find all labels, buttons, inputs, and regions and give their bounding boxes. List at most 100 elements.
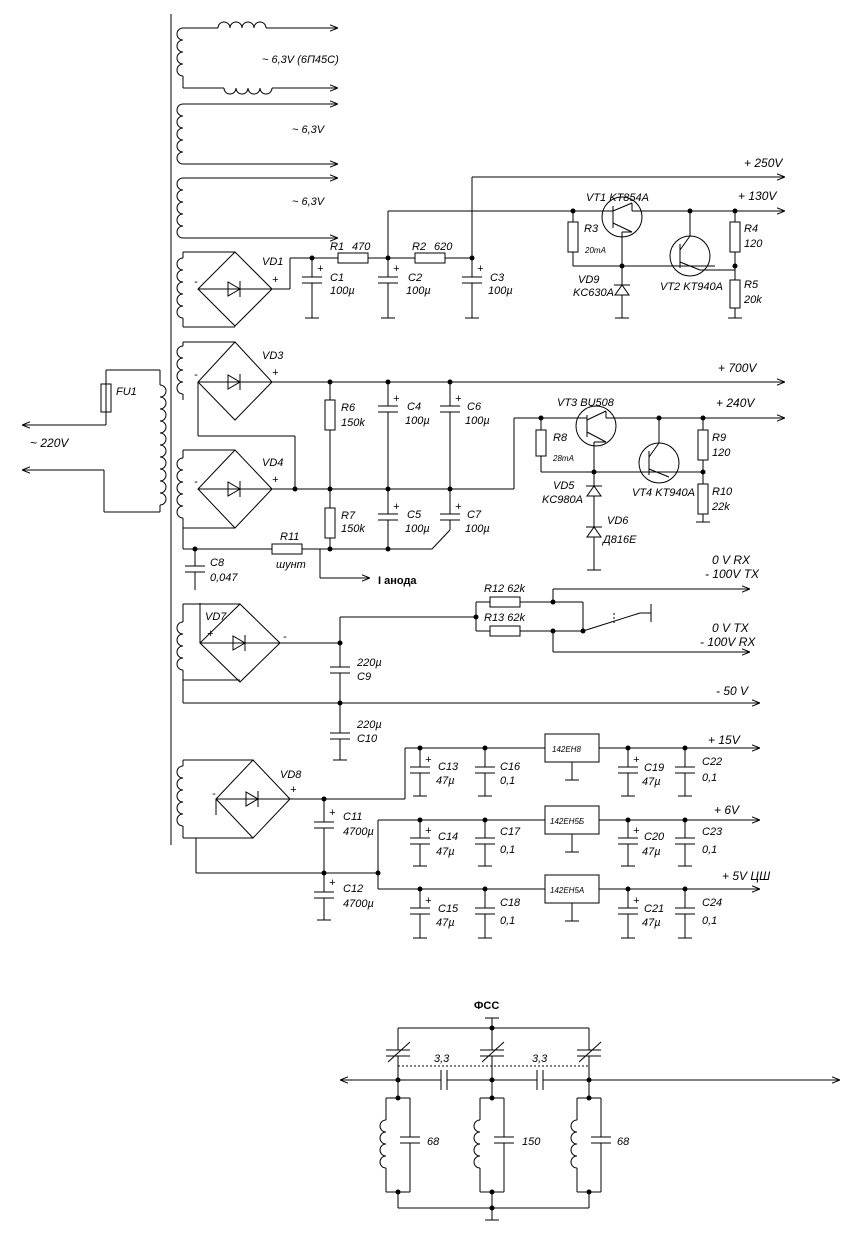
vd1-plus: +	[272, 274, 279, 286]
r12-label: R12 62k	[484, 583, 525, 595]
vd5-value: KC980A	[542, 494, 583, 506]
svg-text:-: -	[212, 788, 216, 800]
c18-value: 0,1	[500, 915, 515, 927]
r6-name: R6	[341, 402, 356, 414]
c20-value: 47µ	[642, 846, 661, 858]
svg-text:+: +	[393, 263, 400, 275]
tx-label-a: 0 V TX	[712, 621, 750, 635]
c-mid: 150	[522, 1136, 541, 1148]
c-right: 68	[617, 1136, 630, 1148]
c11-name: C11	[343, 811, 362, 823]
c18-name: C18	[500, 897, 521, 909]
r11-name: R11	[280, 531, 299, 543]
svg-text:+: +	[272, 474, 279, 486]
filament-winding-3: ~ 6,3V	[176, 178, 338, 238]
svg-text:+: +	[425, 754, 432, 766]
vd4-label: VD4	[262, 457, 283, 469]
out-6-label: + 6V	[714, 803, 740, 817]
out-250-label: + 250V	[744, 156, 783, 170]
bias-supply: +- VD7 220µ C9 - 50 V 220µ C10 R12 62k R…	[176, 553, 760, 761]
vd6-name: VD6	[607, 515, 629, 527]
out-5-label: + 5V ЦШ	[722, 869, 771, 883]
c1-name: C1	[330, 272, 344, 284]
c3-value: 100µ	[488, 285, 513, 297]
svg-text:+: +	[633, 895, 640, 907]
supply-700-240: -+ VD3 + 700V -+ VD4 R6 150k R7 150k +++…	[176, 341, 785, 590]
svg-text:+: +	[633, 825, 640, 837]
reg2-label: 142EH5Б	[550, 817, 584, 826]
r2-value: 620	[434, 241, 453, 253]
c12-value: 4700µ	[343, 898, 374, 910]
c7-value: 100µ	[465, 523, 490, 535]
r8-current: 28mA	[552, 454, 574, 463]
out-240-label: + 240V	[716, 396, 755, 410]
r7-value: 150k	[341, 523, 365, 535]
vt1-label: VT1 KT854A	[586, 192, 649, 204]
c23-name: C23	[702, 826, 723, 838]
c10-name: C10	[357, 733, 378, 745]
r1-value: 470	[352, 241, 371, 253]
vt3-label: VT3 BU508	[557, 397, 615, 409]
c2-value: 100µ	[406, 285, 431, 297]
r8-label: R8	[553, 432, 568, 444]
out-minus-50-label: - 50 V	[716, 684, 749, 698]
c4-value: 100µ	[405, 415, 430, 427]
vd3-label: VD3	[262, 350, 284, 362]
out-15-label: + 15V	[708, 733, 741, 747]
r13-label: R13 62k	[484, 612, 525, 624]
r4-value: 120	[744, 238, 763, 250]
r7-name: R7	[341, 510, 356, 522]
c23-value: 0,1	[702, 844, 717, 856]
c15-name: C15	[438, 903, 459, 915]
filament-2-label: ~ 6,3V	[292, 124, 326, 136]
c22-value: 0,1	[702, 772, 717, 784]
filament-winding-2: ~ 6,3V	[176, 104, 338, 164]
r1-name: R1	[330, 241, 344, 253]
c6-value: 100µ	[465, 415, 490, 427]
c-left: 68	[427, 1136, 440, 1148]
c14-name: C14	[438, 831, 458, 843]
svg-text:+: +	[393, 393, 400, 405]
svg-text:+: +	[207, 628, 214, 640]
c8-name: C8	[210, 557, 225, 569]
c5-value: 100µ	[405, 523, 430, 535]
svg-text:+: +	[329, 807, 336, 819]
mains-label: ~ 220V	[30, 436, 69, 450]
svg-text:+: +	[272, 367, 279, 379]
svg-text:+: +	[477, 263, 484, 275]
r5-name: R5	[744, 279, 759, 291]
c20-name: C20	[644, 831, 665, 843]
r3-label: R3	[584, 223, 599, 235]
c16-name: C16	[500, 761, 521, 773]
c6-name: C6	[467, 401, 482, 413]
svg-text:-: -	[194, 369, 198, 381]
c9-name: C9	[357, 671, 371, 683]
c2-name: C2	[408, 272, 422, 284]
r11-value: шунт	[276, 559, 306, 571]
c15-value: 47µ	[436, 917, 455, 929]
r9-name: R9	[712, 432, 726, 444]
c-couple-1: 3,3	[434, 1053, 450, 1065]
vt4-label: VT4 KT940A	[632, 487, 695, 499]
svg-text:+: +	[290, 784, 297, 796]
out-700-label: + 700V	[718, 361, 757, 375]
c19-name: C19	[644, 762, 664, 774]
r10-name: R10	[712, 486, 733, 498]
out-130-label: + 130V	[738, 189, 777, 203]
rx-label-b: - 100V TX	[705, 567, 760, 581]
c-couple-2: 3,3	[532, 1053, 548, 1065]
c21-name: C21	[644, 903, 664, 915]
fss-filter: ФСС 3,3 3,3 68 150 68	[340, 1000, 840, 1221]
svg-text:+: +	[425, 895, 432, 907]
vt2-label: VT2 KT940A	[660, 281, 723, 293]
filament-winding-1: ~ 6,3V (6П45С)	[176, 21, 339, 95]
r6-value: 150k	[341, 417, 365, 429]
vd9-value: KC630A	[573, 287, 614, 299]
filament-3-label: ~ 6,3V	[292, 196, 326, 208]
c4-name: C4	[407, 401, 421, 413]
filament-1-label: ~ 6,3V (6П45С)	[262, 54, 339, 66]
vd9-name: VD9	[578, 274, 599, 286]
c10-value: 220µ	[356, 719, 382, 731]
svg-text:+: +	[425, 825, 432, 837]
